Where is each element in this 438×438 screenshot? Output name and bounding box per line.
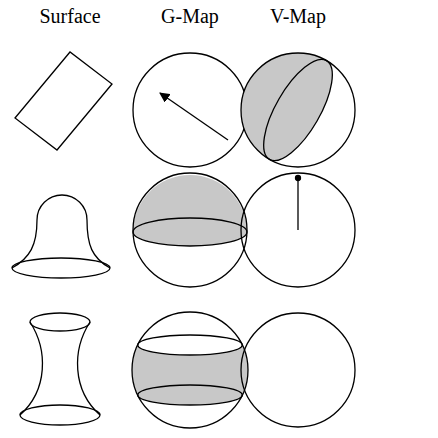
gauss-sphere	[133, 173, 247, 287]
column-heading: G-Map	[161, 4, 219, 28]
hyperboloid-side	[20, 322, 42, 415]
column-heading: V-Map	[270, 4, 326, 28]
visibility-sphere	[241, 173, 355, 287]
great-circle	[250, 50, 345, 171]
normal-arrow	[160, 93, 228, 140]
visibility-sphere	[241, 53, 355, 167]
visibility-point	[296, 176, 301, 181]
visibility-direction	[297, 178, 298, 230]
column-heading: Surface	[39, 4, 100, 28]
hyperboloid-bottom	[20, 405, 100, 425]
gauss-upper-cap	[133, 175, 247, 246]
bell-base	[12, 258, 110, 278]
hyperboloid-top	[30, 313, 90, 331]
gauss-band	[132, 345, 248, 405]
plane-surface	[15, 52, 112, 150]
hyperboloid-side	[78, 322, 100, 415]
visibility-sphere	[241, 313, 355, 427]
visibility-hemisphere	[241, 53, 332, 161]
bell-surface	[12, 195, 110, 268]
gauss-sphere	[133, 53, 247, 167]
band-edge	[138, 385, 243, 405]
gauss-sphere	[132, 312, 248, 428]
band-edge	[138, 335, 243, 355]
equator	[133, 218, 247, 246]
